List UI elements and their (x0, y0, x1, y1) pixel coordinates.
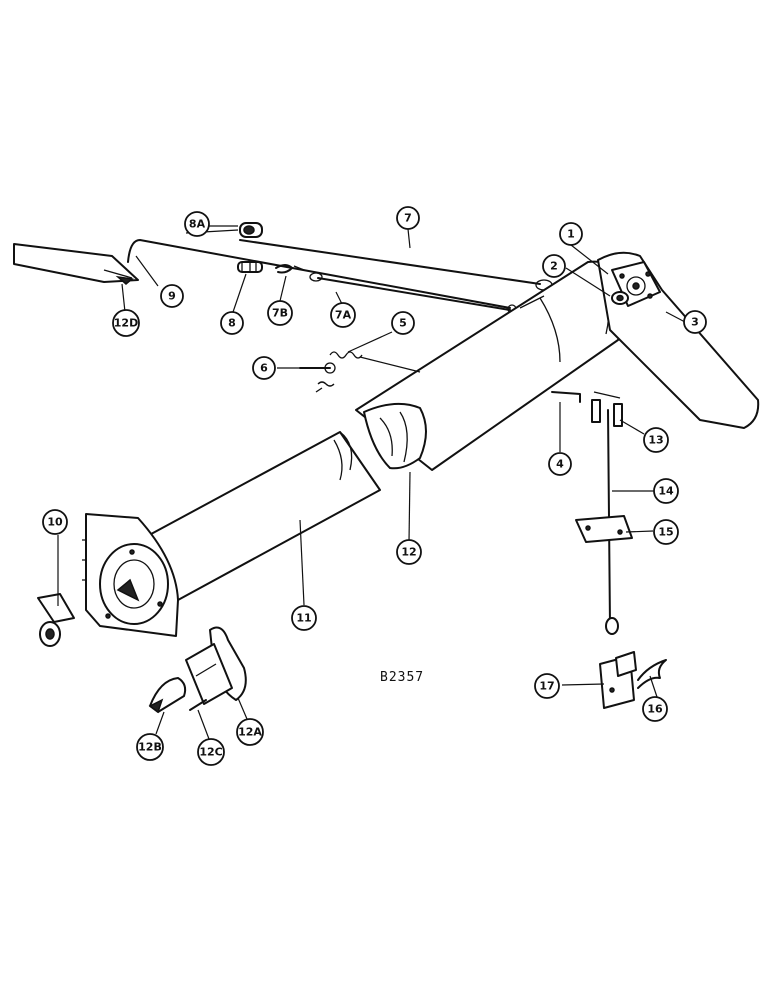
callout-7: 7 (396, 206, 420, 230)
leader-lines (57, 225, 686, 740)
callout-6: 6 (252, 356, 276, 380)
callout-1: 1 (559, 222, 583, 246)
svg-text:8: 8 (228, 317, 236, 330)
svg-text:15: 15 (658, 526, 673, 539)
svg-text:7B: 7B (272, 307, 288, 320)
callout-7b: 7B (267, 300, 293, 326)
bracket-17 (599, 651, 637, 709)
spring-5 (329, 351, 421, 373)
svg-text:12C: 12C (199, 746, 222, 759)
bearing-2 (611, 291, 629, 305)
plate-15 (575, 515, 633, 543)
lower-tube-11 (139, 431, 381, 601)
svg-text:12A: 12A (238, 726, 262, 739)
svg-text:11: 11 (296, 612, 311, 625)
callout-17: 17 (534, 673, 560, 699)
callout-13: 13 (643, 427, 669, 453)
callout-3: 3 (683, 310, 707, 334)
callout-12c: 12C (197, 738, 225, 766)
propeller-12a (185, 626, 247, 705)
drawing-code: B2357 (380, 670, 424, 685)
clip-16 (637, 659, 667, 689)
cone-12b (148, 677, 187, 714)
callout-16: 16 (642, 696, 668, 722)
svg-text:7A: 7A (335, 309, 352, 322)
callout-9: 9 (160, 284, 184, 308)
callout-8a: 8A (184, 211, 210, 237)
svg-text:6: 6 (260, 362, 268, 375)
svg-text:9: 9 (168, 290, 176, 303)
callout-5: 5 (391, 311, 415, 335)
svg-text:10: 10 (47, 516, 63, 529)
link-6 (299, 362, 336, 393)
svg-text:3: 3 (691, 316, 699, 329)
callout-12a: 12A (236, 718, 264, 746)
svg-text:7: 7 (404, 212, 412, 225)
callout-7a: 7A (330, 302, 356, 328)
svg-text:5: 5 (399, 317, 407, 330)
svg-text:12: 12 (401, 546, 416, 559)
bracket-13 (591, 391, 623, 427)
svg-text:4: 4 (556, 458, 564, 471)
svg-text:13: 13 (648, 434, 663, 447)
callout-15: 15 (653, 519, 679, 545)
svg-text:12D: 12D (114, 317, 138, 330)
pin-12c (189, 699, 207, 711)
callout-10: 10 (42, 509, 68, 535)
callout-2: 2 (542, 254, 566, 278)
callout-12: 12 (396, 539, 422, 565)
svg-text:16: 16 (647, 703, 663, 716)
svg-text:2: 2 (550, 260, 558, 273)
bracket-10 (37, 593, 75, 647)
callout-14: 14 (653, 478, 679, 504)
impeller-12 (363, 402, 427, 470)
deflector-blade-12d (13, 243, 139, 285)
svg-text:17: 17 (539, 680, 554, 693)
pin-4 (551, 391, 581, 403)
svg-text:1: 1 (567, 228, 575, 241)
callout-11: 11 (291, 605, 317, 631)
callout-4: 4 (548, 452, 572, 476)
callout-8: 8 (220, 311, 244, 335)
svg-text:14: 14 (658, 485, 674, 498)
hook-7b (275, 264, 305, 274)
callout-12d: 12D (112, 309, 140, 337)
svg-text:12B: 12B (138, 741, 162, 754)
sleeve-8 (237, 261, 263, 273)
callout-12b: 12B (136, 733, 164, 761)
svg-text:8A: 8A (189, 218, 206, 231)
end-flange (82, 513, 179, 637)
rod-7a (309, 272, 511, 311)
